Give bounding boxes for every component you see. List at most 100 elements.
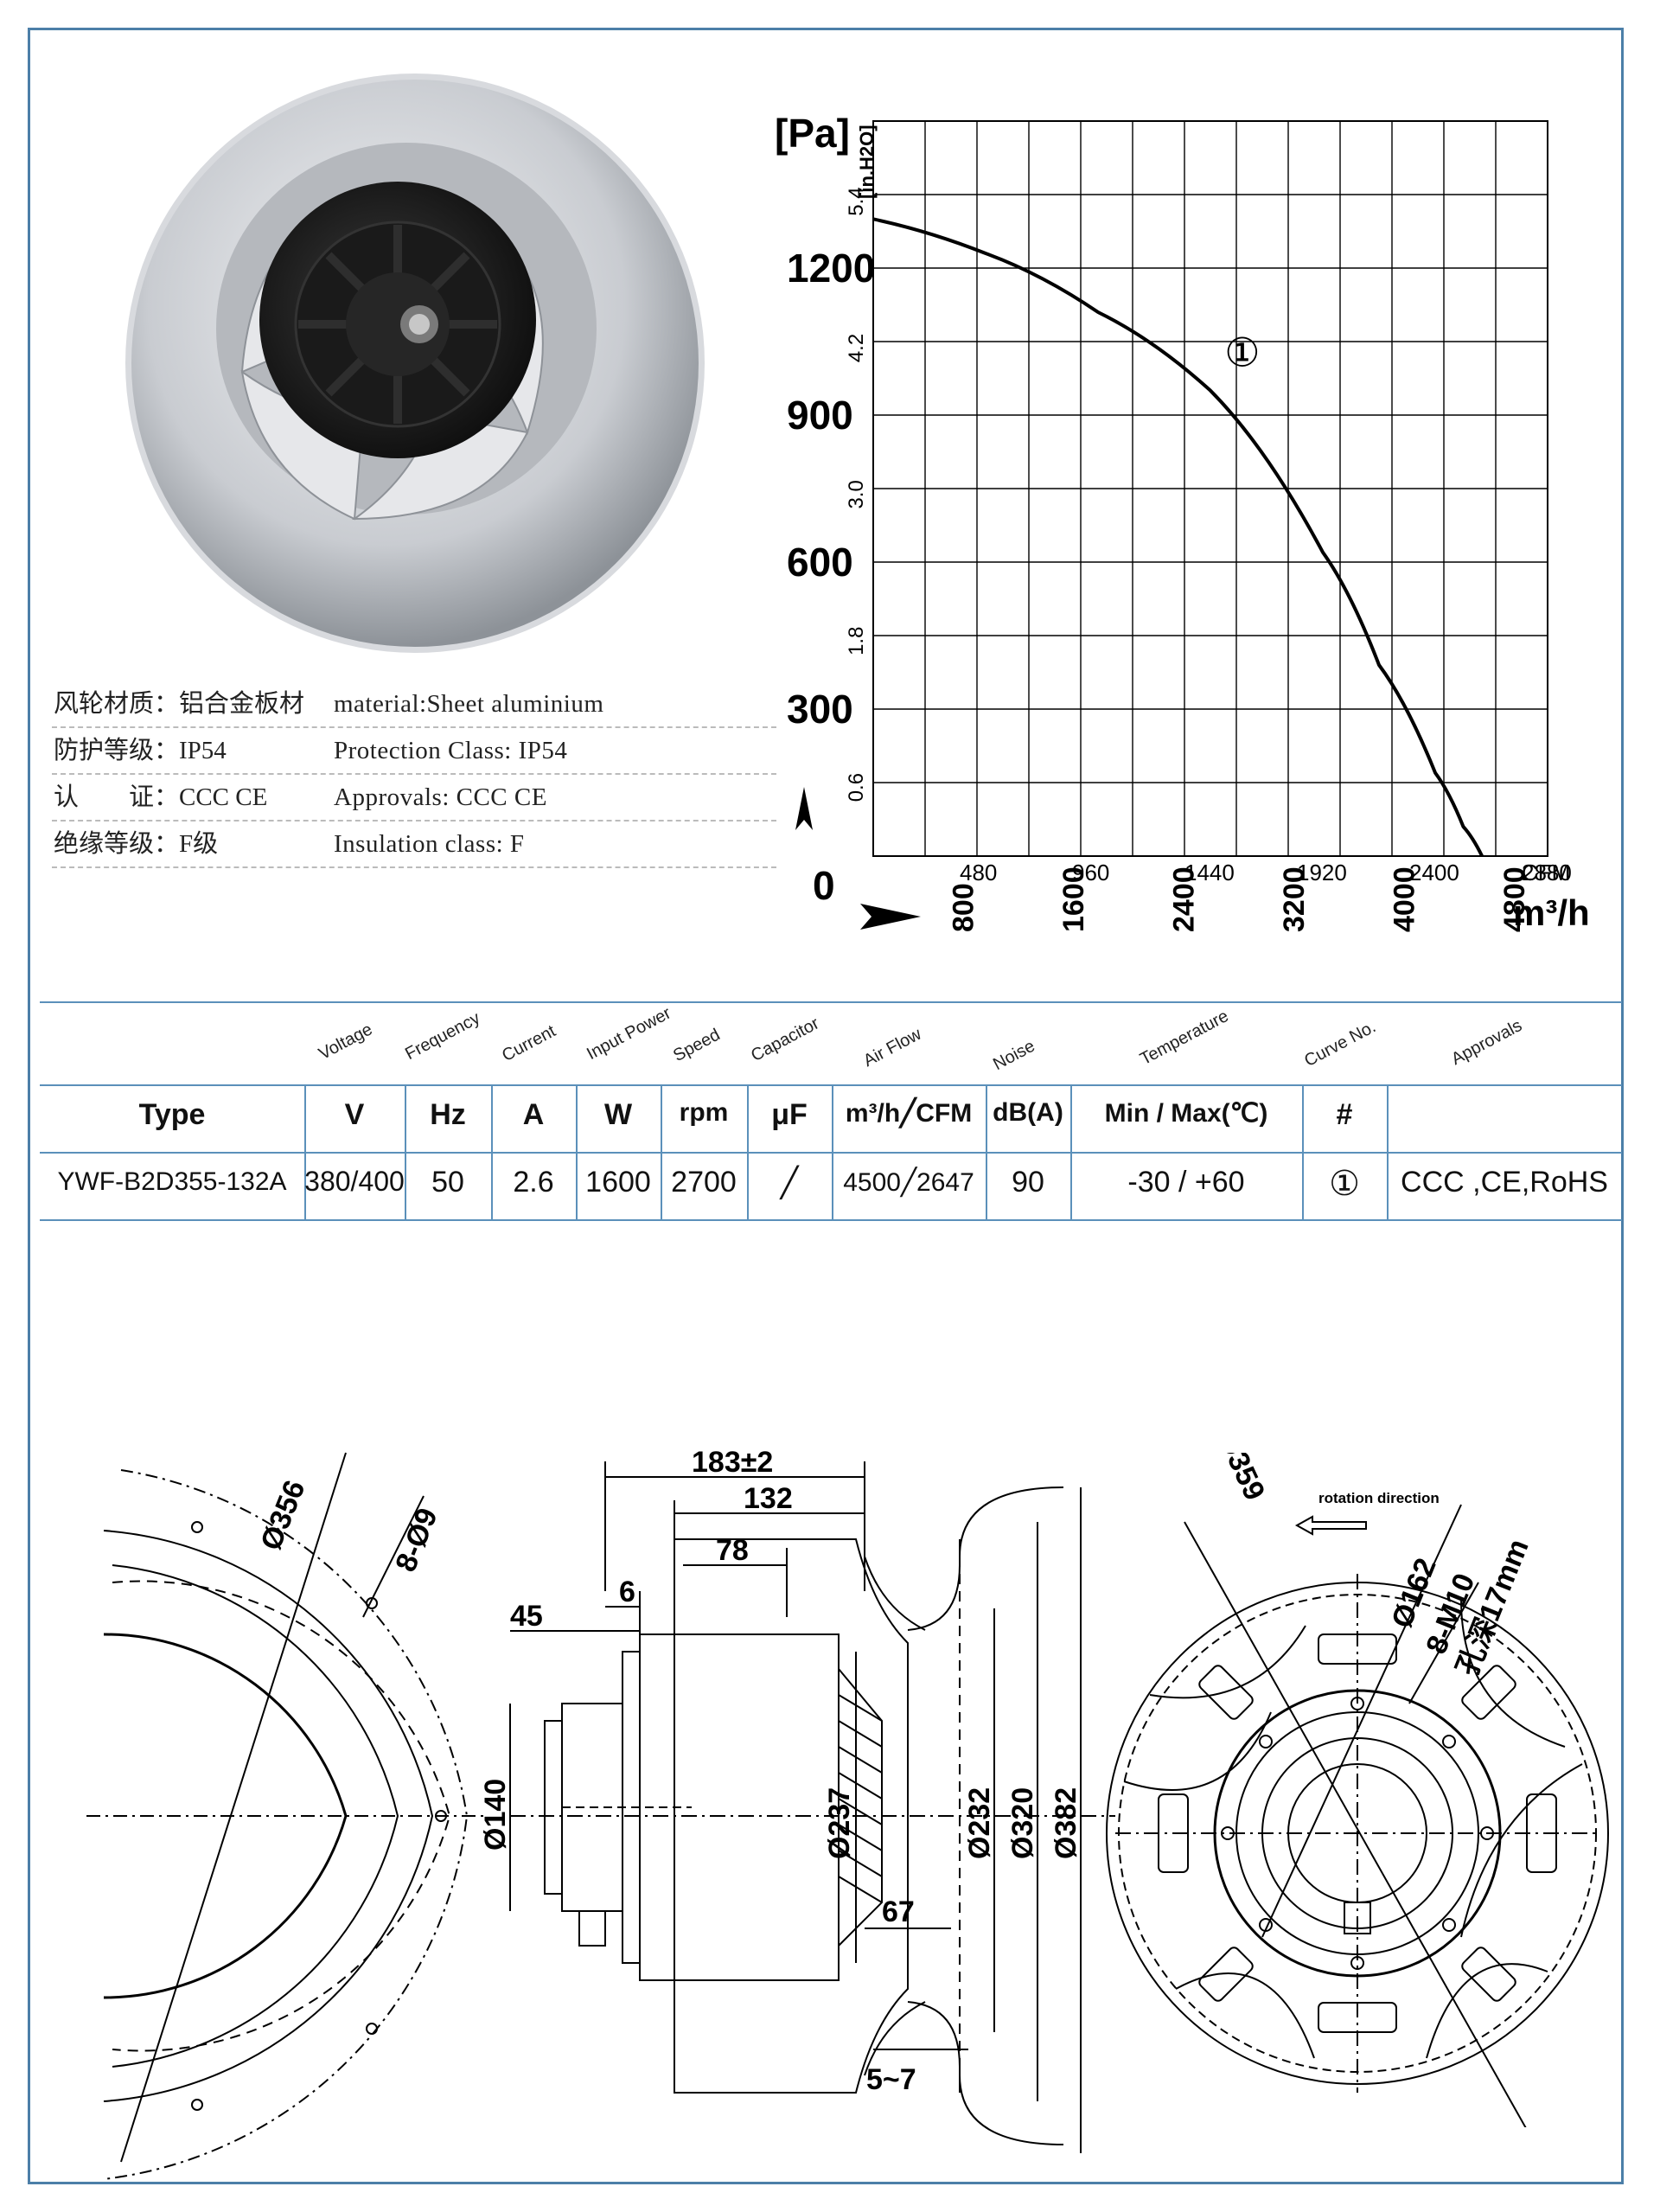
curve-series-1 (872, 217, 1484, 857)
unit-frequency: Hz (430, 1098, 466, 1131)
value-approvals: CCC ,CE,RoHS (1401, 1166, 1608, 1199)
dim-45: 45 (510, 1600, 543, 1633)
unit-noise: dB(A) (993, 1098, 1063, 1127)
header-capacitor: Capacitor (748, 1013, 823, 1066)
material-en: material:Sheet aluminium (334, 690, 604, 718)
page-frame (28, 28, 1624, 2184)
value-speed: 2700 (671, 1166, 737, 1199)
dim-d320: Ø320 (1006, 1787, 1039, 1859)
unit-current: A (522, 1098, 545, 1131)
x-tick-cfm-label: 1440 (1184, 860, 1235, 885)
material-cn: 风轮材质：铝合金板材 (54, 690, 305, 718)
value-temperature: -30 / +60 (1127, 1166, 1245, 1199)
rear-view-drawing: rotation direction Ø359 Ø162 8-M10 孔深17m… (1106, 1453, 1609, 2127)
y-tick-secondary-label: 1.8 (845, 627, 868, 655)
dim-d356: Ø356 (254, 1476, 311, 1555)
dim-d382: Ø382 (1050, 1787, 1082, 1859)
dim-5-7: 5~7 (866, 2063, 916, 2096)
value-current: 2.6 (513, 1166, 554, 1199)
protection-row: 防护等级：IP54 Protection Class: IP54 (52, 728, 776, 775)
y-axis-label-secondary: [in.H2O] (856, 125, 878, 199)
header-voltage: Voltage (316, 1020, 376, 1064)
dim-d232: Ø232 (963, 1787, 996, 1859)
model-name: YWF-B2D355-132A (57, 1167, 287, 1196)
unit-speed: rpm (679, 1098, 729, 1127)
y-tick-label: 900 (787, 393, 853, 438)
insulation-cn: 绝缘等级：F级 (54, 830, 219, 858)
header-approvals: Approvals (1448, 1015, 1526, 1070)
dim-132: 132 (744, 1482, 793, 1515)
header-air-flow: Air Flow (860, 1024, 925, 1071)
header-input-power: Input Power (584, 1003, 674, 1064)
y-tick-label: 600 (787, 540, 853, 585)
up-arrow-icon (795, 787, 813, 830)
header-frequency: Frequency (402, 1008, 483, 1064)
rotation-direction-label: rotation direction (1318, 1490, 1440, 1506)
header-temperature: Temperature (1137, 1006, 1232, 1070)
x-unit-m3h: m³/h (1513, 892, 1590, 933)
right-arrow-icon (860, 904, 921, 930)
y-tick-label: 0 (813, 863, 835, 908)
unit-capacitor: μF (771, 1098, 808, 1131)
dim-6: 6 (619, 1576, 635, 1608)
y-tick-secondary-label: 4.2 (845, 334, 868, 362)
material-row: 风轮材质：铝合金板材 material:Sheet aluminium (52, 681, 776, 728)
unit-power: W (603, 1098, 633, 1131)
y-tick-secondary-label: 0.6 (845, 773, 868, 802)
protection-en: Protection Class: IP54 (334, 737, 568, 764)
rotation-arrow-icon (1294, 1515, 1367, 1536)
header-speed: Speed (670, 1025, 724, 1066)
value-noise: 90 (1012, 1166, 1044, 1199)
front-view-partial-drawing: Ø356 8-Ø9 (86, 1452, 484, 2180)
x-tick-m3h-label: 800 (948, 883, 980, 932)
x-tick-cfm-label: 1920 (1297, 860, 1347, 885)
x-tick-cfm-label: 2400 (1409, 860, 1459, 885)
x-unit-cfm: CFM (1522, 860, 1570, 885)
unit-curve: # (1336, 1098, 1353, 1131)
value-frequency: 50 (431, 1166, 464, 1199)
x-tick-cfm-label: 480 (960, 860, 997, 885)
unit-temperature: Min / Max(℃) (1104, 1099, 1268, 1128)
y-tick-label: 300 (787, 687, 853, 732)
header-current: Current (499, 1021, 559, 1066)
dim-78: 78 (716, 1534, 749, 1567)
x-tick-cfm-label: 960 (1072, 860, 1109, 885)
x-tick-m3h-label: 3200 (1278, 866, 1311, 932)
side-view-drawing: 183±2 132 78 6 45 Ø140 Ø237 Ø232 Ø320 Ø3… (479, 1446, 1115, 2153)
unit-airflow: m³/h╱CFM (845, 1099, 973, 1128)
insulation-row: 绝缘等级：F级 Insulation class: F (52, 822, 776, 868)
y-axis-label: [Pa] (775, 111, 850, 156)
dim-67: 67 (882, 1896, 915, 1928)
approvals-en: Approvals: CCC CE (334, 783, 547, 811)
x-tick-m3h-label: 1600 (1057, 866, 1090, 932)
dim-d237: Ø237 (823, 1787, 856, 1859)
approvals-row: 认 证：CCC CE Approvals: CCC CE (52, 775, 776, 822)
approvals-cn: 认 证：CCC CE (54, 783, 268, 811)
value-voltage: 380/400 (304, 1166, 405, 1197)
header-noise: Noise (990, 1036, 1038, 1075)
insulation-en: Insulation class: F (334, 830, 525, 858)
value-power: 1600 (585, 1166, 651, 1199)
dim-d359: Ø359 (1211, 1453, 1272, 1506)
curve-label: ① (1224, 329, 1260, 375)
y-tick-secondary-label: 3.0 (845, 480, 868, 508)
protection-cn: 防护等级：IP54 (54, 737, 227, 764)
performance-chart: ① [Pa] [in.H2O] 1200 900 600 300 0 5.4 4.2 3.0… (775, 111, 1590, 933)
dim-183: 183±2 (692, 1446, 773, 1479)
value-capacitor: ╱ (780, 1167, 799, 1199)
unit-voltage: V (344, 1098, 365, 1131)
y-tick-label: 1200 (787, 246, 875, 291)
dim-d140: Ø140 (479, 1779, 512, 1851)
value-curve: ① (1329, 1164, 1360, 1204)
x-tick-cfm-label: 2880 (1522, 860, 1572, 885)
type-label: Type (138, 1098, 206, 1131)
fan-photo (125, 74, 705, 653)
x-tick-m3h-label: 4800 (1498, 866, 1531, 932)
header-curve-no: Curve No. (1301, 1017, 1380, 1071)
dim-8-d9: 8-Ø9 (389, 1504, 444, 1576)
x-tick-m3h-label: 2400 (1168, 866, 1201, 932)
y-tick-secondary-label: 5.4 (845, 187, 868, 215)
spec-table: Voltage Frequency Current Input Power Sp… (40, 1001, 1622, 1223)
x-tick-m3h-label: 4000 (1389, 866, 1421, 932)
value-airflow: 4500╱2647 (843, 1168, 974, 1197)
